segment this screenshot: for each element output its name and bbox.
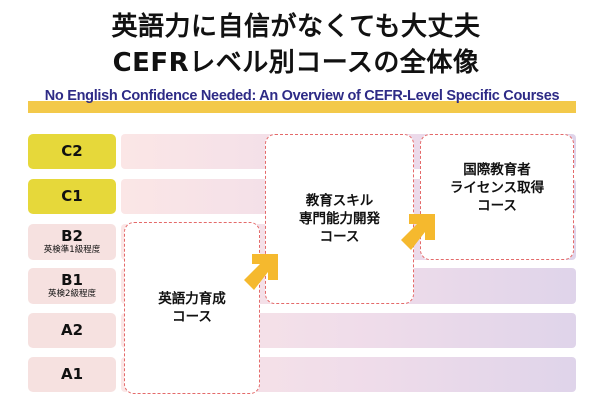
course-line: 国際教育者 [463,162,531,178]
level-code: B1 [61,271,83,289]
level-code: B2 [61,227,83,245]
level-code: C2 [61,142,83,160]
course-line: 英語力育成 [158,291,226,307]
subtitle-highlight [28,101,576,113]
arrow-up-right-icon [401,214,435,250]
course-box-english-proficiency: 英語力育成 コース [124,222,260,394]
level-label-a1: A1 [28,357,116,392]
subtitle: No English Confidence Needed: An Overvie… [44,88,560,104]
level-label-c1: C1 [28,179,116,214]
main-title-line-2: CEFRレベル別コースの全体像 [112,48,480,78]
level-note: 英検準1級程度 [43,245,101,255]
level-label-b2: B2 英検準1級程度 [28,224,116,260]
course-line: コース [477,198,517,214]
course-line: コース [319,229,360,245]
arrow-up-right-icon [244,254,278,290]
course-line: コース [172,309,212,325]
course-box-teaching-skills: 教育スキル 専門能力開発 コース [265,134,414,304]
level-label-b1: B1 英検2級程度 [28,268,116,304]
level-label-a2: A2 [28,313,116,348]
course-box-international-license: 国際教育者 ライセンス取得 コース [420,134,574,260]
course-line: 専門能力開発 [299,211,380,227]
level-label-c2: C2 [28,134,116,169]
level-code: A2 [60,321,84,339]
level-note: 英検2級程度 [48,289,96,299]
level-code: C1 [61,187,83,205]
course-line: 教育スキル [305,193,374,209]
main-title-line-1: 英語力に自信がなくても大丈夫 [111,12,481,42]
course-line: ライセンス取得 [449,180,545,196]
subtitle-banner: No English Confidence Needed: An Overvie… [28,88,576,114]
level-code: A1 [60,365,84,383]
